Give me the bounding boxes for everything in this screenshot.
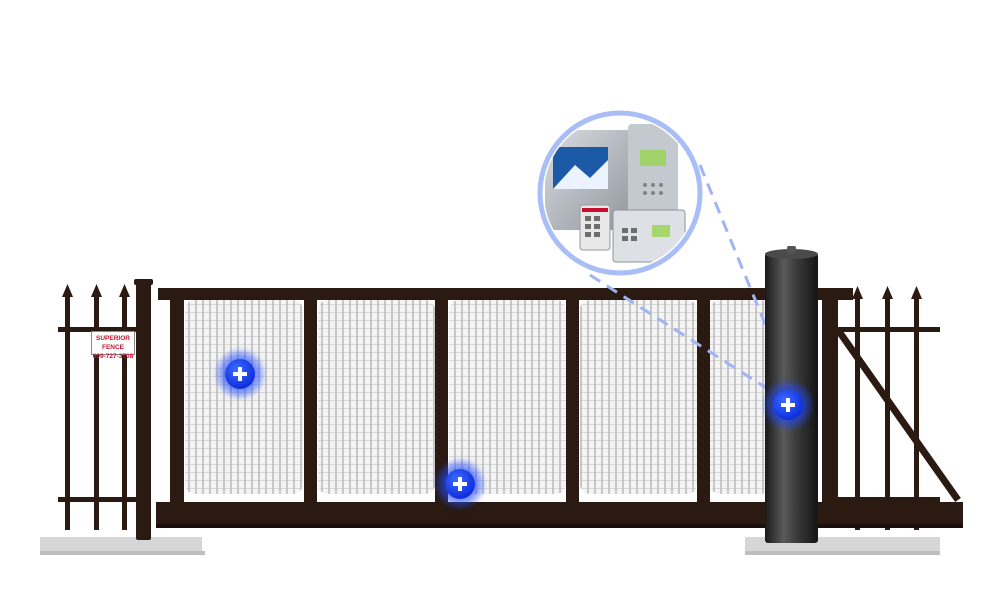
gate-frame	[156, 288, 963, 528]
sign-company-name: SUPERIOR FENCE	[96, 335, 130, 351]
sign-phone-number: 609-727-3708	[92, 353, 134, 360]
right-fence	[835, 286, 940, 530]
access-control-callout[interactable]	[537, 110, 703, 280]
gate-operator-post-hotspot[interactable]	[762, 379, 814, 431]
company-sign: SUPERIOR FENCE 609-727-3708	[91, 331, 135, 360]
left-fence	[58, 279, 153, 540]
access-control-keypads-image	[544, 117, 696, 269]
gate-track-hotspot[interactable]	[434, 458, 486, 510]
gate-panel-hotspot[interactable]	[214, 348, 266, 400]
plus-icon	[233, 367, 247, 381]
plus-icon	[453, 477, 467, 491]
plus-icon	[781, 398, 795, 412]
